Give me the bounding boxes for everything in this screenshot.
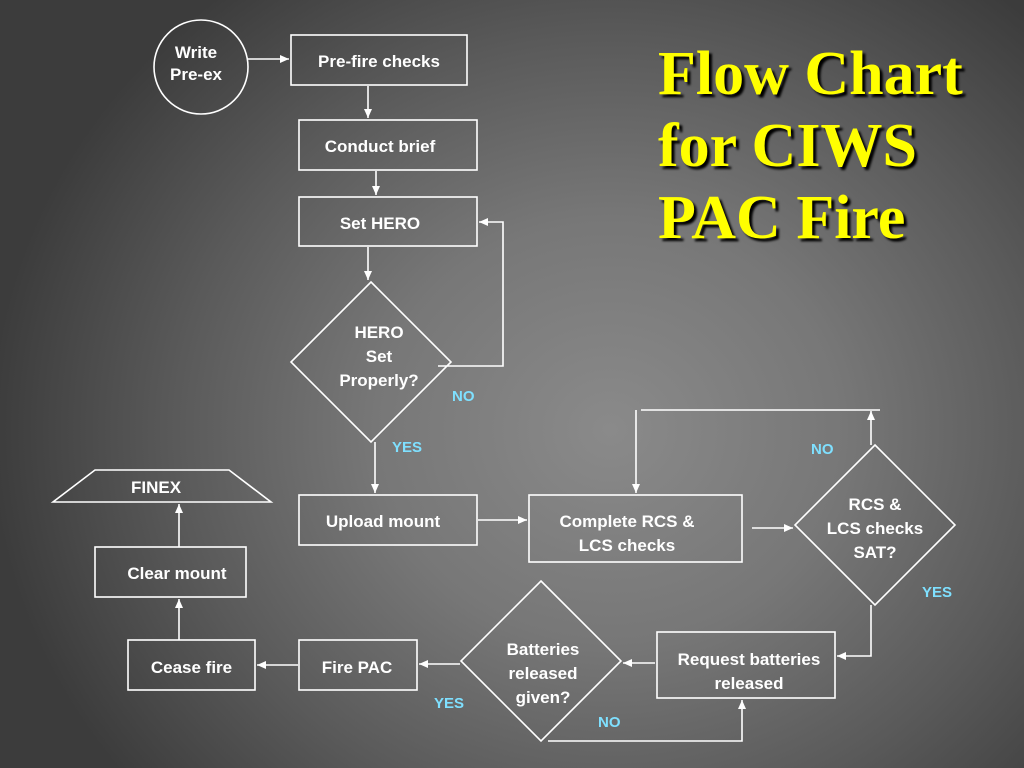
prefire-checks-label: Pre-fire checks — [318, 52, 440, 71]
fire-pac-label: Fire PAC — [321, 658, 393, 677]
batteries-decision-label: Batteries released given? — [506, 640, 580, 707]
hero-decision-diamond — [289, 280, 453, 444]
rcs-no-label: NO — [811, 441, 834, 458]
cease-fire-box — [127, 639, 256, 691]
hero-decision-label: HERO Set Properly? — [339, 323, 419, 390]
rcs-decision-diamond — [793, 443, 957, 607]
batteries-yes-label: YES — [434, 695, 465, 712]
request-batteries-label: Request batteries released — [677, 650, 821, 693]
set-hero-box — [298, 196, 478, 247]
complete-rcs-box — [528, 494, 743, 563]
conduct-brief-label: Conduct brief — [324, 137, 436, 156]
conduct-brief-box — [298, 119, 478, 171]
set-hero-label: Set HERO — [339, 214, 421, 233]
fire-pac-box — [298, 639, 418, 691]
prefire-checks-box — [290, 34, 468, 86]
arrow-rcs-yes — [837, 605, 872, 660]
request-batteries-box — [656, 631, 836, 699]
title-line: Flow Chart — [658, 40, 963, 108]
batteries-no-label: NO — [598, 714, 621, 731]
cease-fire-label: Cease fire — [150, 658, 233, 677]
hero-no-label: NO — [452, 388, 475, 405]
title-line: for CIWS — [658, 112, 917, 180]
arrow-batteries-no — [548, 700, 746, 742]
title-line: PAC Fire — [658, 184, 906, 252]
start-circle — [153, 19, 249, 115]
upload-mount-label: Upload mount — [325, 512, 441, 531]
complete-rcs-label: Complete RCS & LCS checks — [559, 512, 695, 555]
clear-mount-box — [94, 546, 247, 598]
start-label: Write Pre-ex — [170, 43, 222, 84]
batteries-decision-diamond — [459, 579, 623, 743]
page-title: Flow Chart for CIWS PAC Fire — [658, 38, 1018, 254]
hero-yes-label: YES — [392, 439, 423, 456]
finex-label: FINEX — [130, 478, 182, 497]
rcs-decision-label: RCS & LCS checks SAT? — [826, 495, 924, 562]
clear-mount-label: Clear mount — [127, 564, 227, 583]
rcs-yes-label: YES — [922, 584, 953, 601]
upload-mount-box — [298, 494, 478, 546]
arrow-hero-no-loop — [438, 218, 504, 367]
finex-trapezoid — [50, 469, 274, 503]
